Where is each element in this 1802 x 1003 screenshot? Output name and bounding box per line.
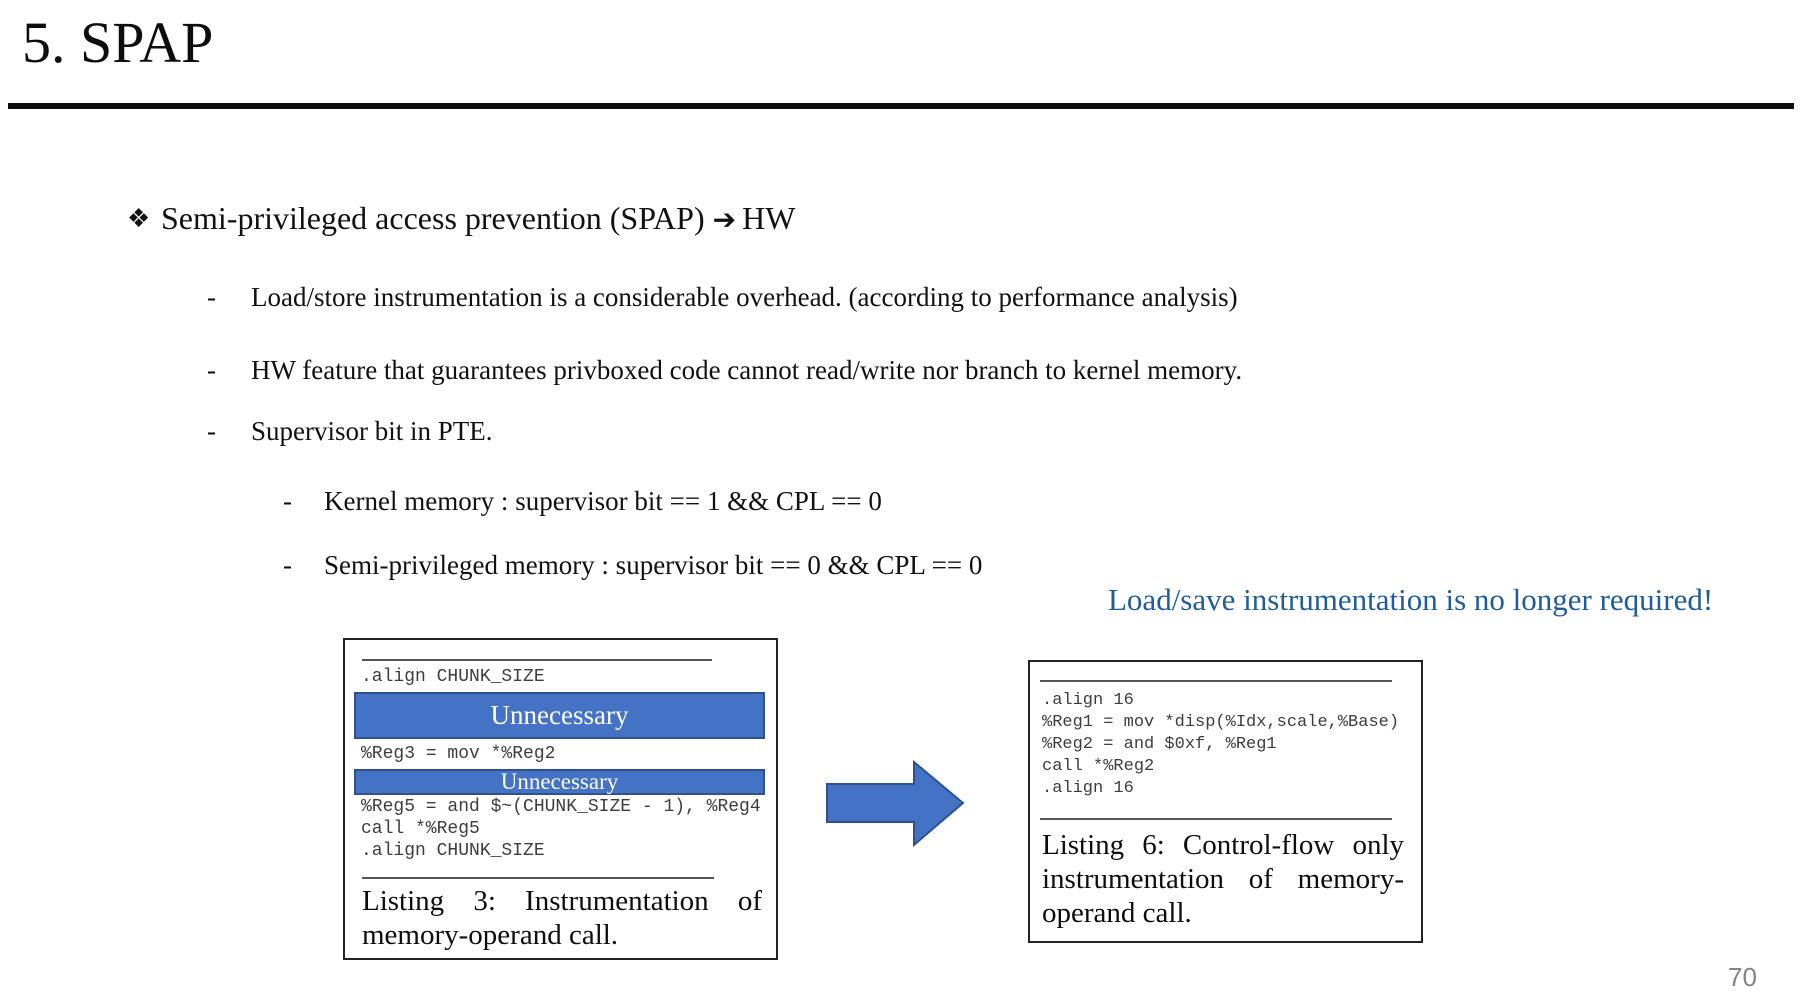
bullet-load-store-overhead: - Load/store instrumentation is a conside… [207, 280, 1238, 314]
bullet-main-suffix: HW [742, 200, 796, 236]
code-line: .align CHUNK_SIZE [361, 841, 545, 861]
code-line: %Reg2 = and $0xf, %Reg1 [1042, 735, 1277, 754]
bullet-main-text: Semi-privileged access prevention (SPAP) [161, 200, 705, 236]
code-line: .align CHUNK_SIZE [361, 667, 545, 687]
dash-bullet-icon: - [207, 355, 216, 385]
bullet-kernel-memory: - Kernel memory : supervisor bit == 1 && … [283, 484, 882, 518]
bullet-text: Semi-privileged memory : supervisor bit … [324, 550, 983, 580]
bullet-main: ❖ Semi-privileged access prevention (SPAP… [127, 198, 795, 241]
listing-6-caption: Listing 6: Control-flow only instrumenta… [1042, 829, 1404, 929]
code-line: %Reg3 = mov *%Reg2 [361, 744, 556, 764]
page-number: 70 [1728, 962, 1757, 992]
unnecessary-highlight-2: Unnecessary [354, 769, 765, 795]
callout-no-instrumentation: Load/save instrumentation is no longer r… [1108, 582, 1714, 617]
dash-bullet-icon: - [283, 486, 292, 516]
listing-3-caption: Listing 3: Instrumentation of memory-ope… [362, 885, 762, 951]
code-line: %Reg1 = mov *disp(%Idx,scale,%Base) [1042, 713, 1400, 732]
right-arrow-icon: ➔ [712, 205, 737, 236]
title-underline [8, 103, 1794, 109]
listing-top-rule [362, 659, 712, 661]
code-line: .align 16 [1042, 779, 1134, 798]
code-line: %Reg5 = and $~(CHUNK_SIZE - 1), %Reg4 [361, 797, 761, 817]
listing-bottom-rule [362, 877, 714, 879]
listing-bottom-rule [1040, 818, 1392, 820]
bullet-supervisor-bit: - Supervisor bit in PTE. [207, 414, 493, 448]
listing-3-figure: .align CHUNK_SIZE Unnecessary %Reg3 = mo… [343, 638, 778, 960]
dash-bullet-icon: - [283, 550, 292, 580]
listing-top-rule [1040, 680, 1392, 682]
unnecessary-highlight-1: Unnecessary [354, 692, 765, 739]
dash-bullet-icon: - [207, 282, 216, 312]
bullet-text: Kernel memory : supervisor bit == 1 && C… [324, 486, 882, 516]
bullet-text: Supervisor bit in PTE. [251, 416, 493, 446]
dash-bullet-icon: - [207, 416, 216, 446]
transform-arrow-icon [826, 760, 965, 848]
bullet-semi-privileged-memory: - Semi-privileged memory : supervisor bit… [283, 548, 982, 582]
code-line: call *%Reg2 [1042, 757, 1155, 776]
code-line: call *%Reg5 [361, 819, 480, 839]
slide-title: 5. SPAP [22, 10, 214, 75]
code-line: .align 16 [1042, 691, 1134, 710]
bullet-text: HW feature that guarantees privboxed cod… [251, 355, 1243, 385]
diamond-bullet-icon: ❖ [127, 204, 151, 233]
bullet-text: Load/store instrumentation is a consider… [251, 282, 1238, 312]
listing-6-figure: .align 16 %Reg1 = mov *disp(%Idx,scale,%… [1028, 660, 1423, 943]
bullet-hw-feature: - HW feature that guarantees privboxed co… [207, 353, 1242, 387]
